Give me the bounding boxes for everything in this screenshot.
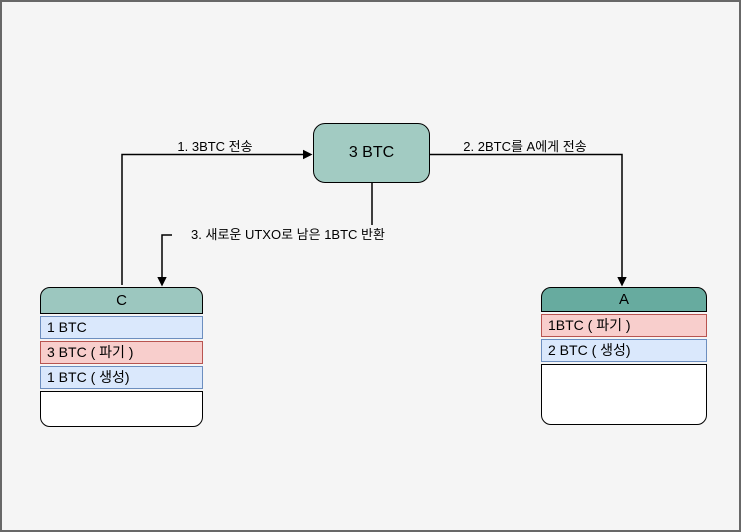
table-a-empty-row [541, 364, 707, 425]
edge-1-arrowhead [303, 149, 313, 160]
table-a-row-2: 2 BTC ( 생성) [541, 339, 707, 362]
table-c-row-2: 3 BTC ( 파기 ) [40, 341, 203, 364]
edge-2-arrowhead [617, 277, 627, 287]
utxo-table-c: C 1 BTC 3 BTC ( 파기 ) 1 BTC ( 생성) [40, 287, 203, 427]
table-c-row-1: 1 BTC [40, 316, 203, 339]
edge-1-label: 1. 3BTC 전송 [177, 139, 253, 154]
transaction-node-label: 3 BTC [348, 144, 395, 161]
table-c-row-3: 1 BTC ( 생성) [40, 366, 203, 389]
table-a-row-1: 1BTC ( 파기 ) [541, 314, 707, 337]
table-c-header: C [40, 287, 203, 314]
edge-2-label: 2. 2BTC를 A에게 전송 [463, 139, 587, 154]
edge-3-label: 3. 새로운 UTXO로 남은 1BTC 반환 [172, 225, 404, 245]
table-c-empty-row [40, 391, 203, 427]
utxo-table-a: A 1BTC ( 파기 ) 2 BTC ( 생성) [541, 287, 707, 425]
edge-3-arrowhead [157, 277, 167, 287]
edge-1-line [121, 153, 304, 285]
transaction-node: 3 BTC [313, 123, 430, 183]
table-a-header: A [541, 287, 707, 312]
edge-2-line [430, 153, 623, 278]
